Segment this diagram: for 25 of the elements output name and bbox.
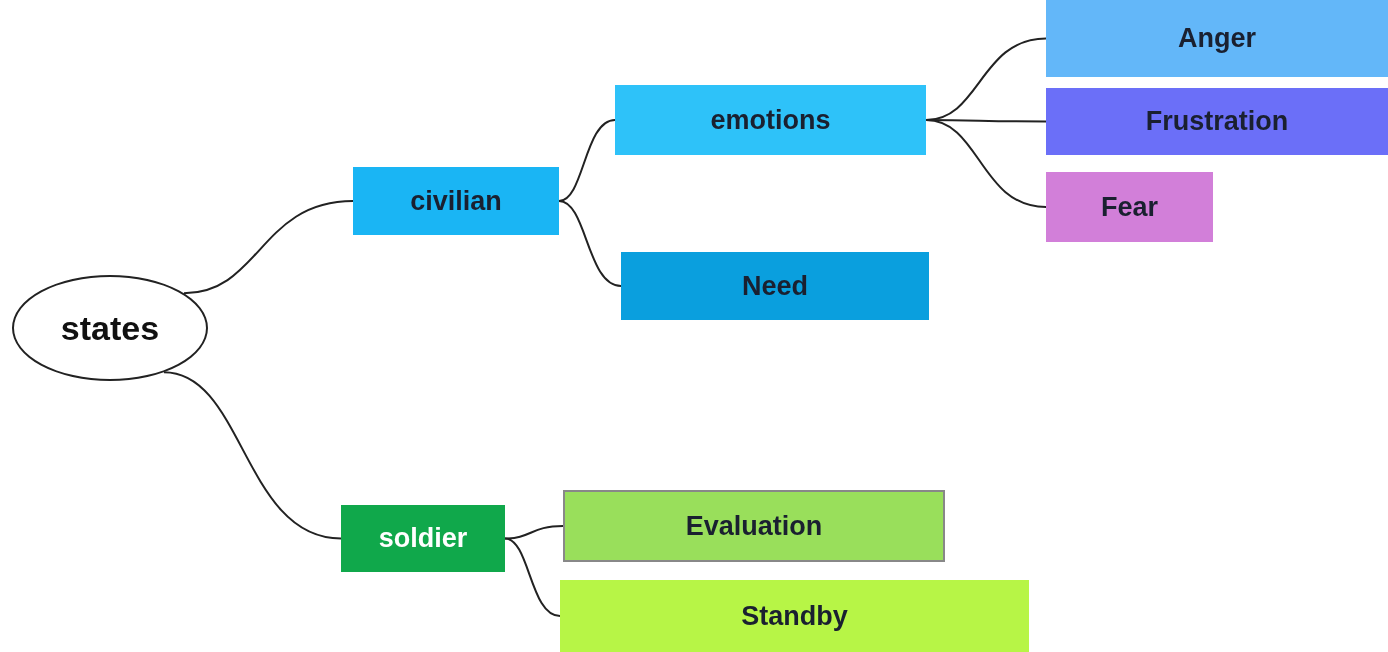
node-label: Standby: [741, 600, 848, 632]
connector-line: [162, 371, 342, 540]
node-label: Evaluation: [685, 510, 823, 542]
topic-box: [341, 505, 505, 572]
topic-box: [1046, 0, 1388, 77]
topic-box: [621, 252, 929, 320]
connector-line: [182, 200, 354, 295]
node-label: states: [60, 308, 160, 348]
topic-box: [1046, 88, 1388, 155]
topic-box: [563, 490, 945, 562]
connector-line: [925, 119, 1047, 208]
topic-box: [615, 85, 926, 155]
connector-line: [504, 537, 561, 617]
topic-box: [560, 580, 1029, 652]
node-label: Anger: [1178, 23, 1256, 54]
node-label: soldier: [378, 523, 468, 554]
connector-line: [504, 525, 564, 540]
node-label: emotions: [710, 104, 831, 136]
node-label: Need: [742, 270, 808, 302]
node-label: Fear: [1100, 191, 1158, 223]
node-label: civilian: [410, 185, 502, 217]
node-label: Frustration: [1145, 106, 1289, 137]
topic-box: [353, 167, 559, 235]
connector-line: [558, 200, 622, 287]
topic-box: [1046, 172, 1213, 242]
